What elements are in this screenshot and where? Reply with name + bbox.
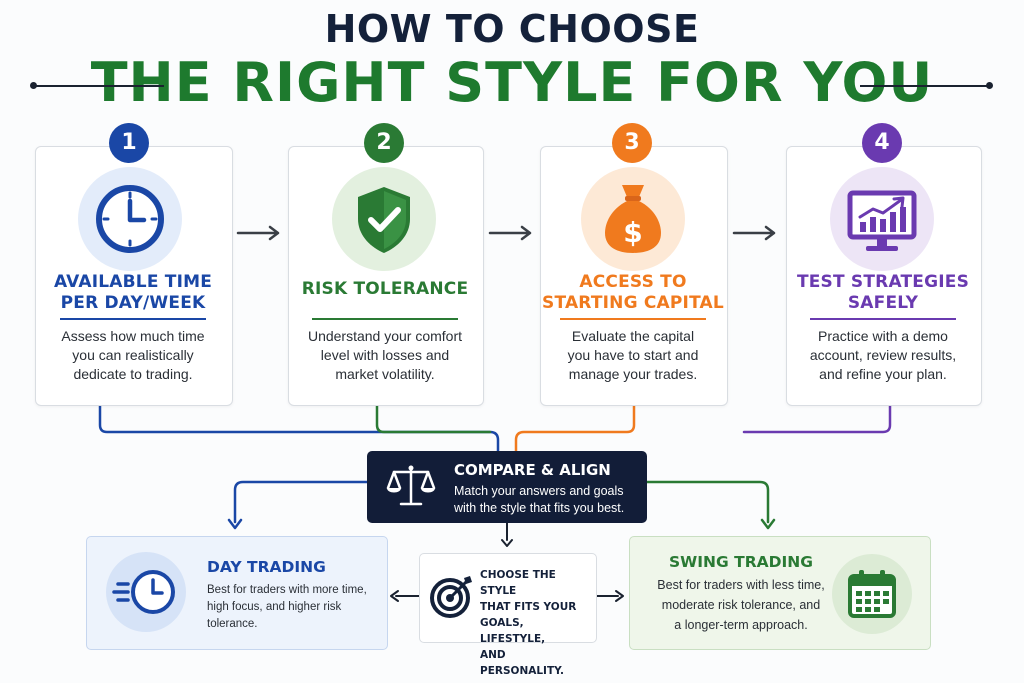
connector-step2 <box>375 403 492 434</box>
arrowhead-choose-right <box>615 590 624 602</box>
swing-trading-desc: Best for traders with less time,moderate… <box>657 578 825 632</box>
page-title-line2: THE RIGHT STYLE FOR YOU <box>90 51 934 114</box>
arrowhead-swing <box>760 518 776 530</box>
page-title-line1: HOW TO CHOOSE <box>324 7 700 51</box>
compare-title: COMPARE & ALIGN <box>454 461 611 479</box>
connector-step3 <box>514 403 636 453</box>
title-rule-right <box>860 85 990 87</box>
arrow-right-icon <box>488 225 532 241</box>
step-rule-4 <box>810 318 956 320</box>
title-rule-left <box>34 85 164 87</box>
swing-trading-title: SWING TRADING <box>669 553 813 571</box>
arrowhead-choose <box>501 539 513 547</box>
title-rule-left-dot <box>30 82 37 89</box>
step-title-2: RISK TOLERANCE <box>301 279 469 299</box>
svg-text:$: $ <box>623 216 642 249</box>
fast-clock-icon <box>106 552 186 632</box>
arrow-right-icon <box>732 225 776 241</box>
arrowhead-choose-left <box>390 590 399 602</box>
connector-step1 <box>98 403 500 453</box>
calendar-icon <box>832 554 912 634</box>
scales-icon <box>386 465 436 506</box>
target-icon <box>430 576 472 618</box>
shield-check-icon <box>332 167 436 271</box>
step-badge-4: 4 <box>862 123 902 163</box>
step-rule-3 <box>560 318 706 320</box>
day-trading-title: DAY TRADING <box>207 558 326 576</box>
connector-to-day <box>233 480 369 524</box>
day-trading-desc: Best for traders with more time,high foc… <box>207 584 367 630</box>
clock-icon <box>78 167 182 271</box>
step-rule-1 <box>60 318 206 320</box>
compare-align-box <box>367 451 647 523</box>
arrowhead-day <box>227 518 243 530</box>
connector-to-swing <box>645 480 770 524</box>
step-badge-2: 2 <box>364 123 404 163</box>
monitor-chart-icon <box>830 167 934 271</box>
step-badge-1: 1 <box>109 123 149 163</box>
money-bag-icon: $ <box>581 167 685 271</box>
step-rule-2 <box>312 318 458 320</box>
title-rule-right-dot <box>986 82 993 89</box>
arrow-right-icon <box>236 225 280 241</box>
connector-step4 <box>742 403 892 434</box>
step-badge-3: 3 <box>612 123 652 163</box>
